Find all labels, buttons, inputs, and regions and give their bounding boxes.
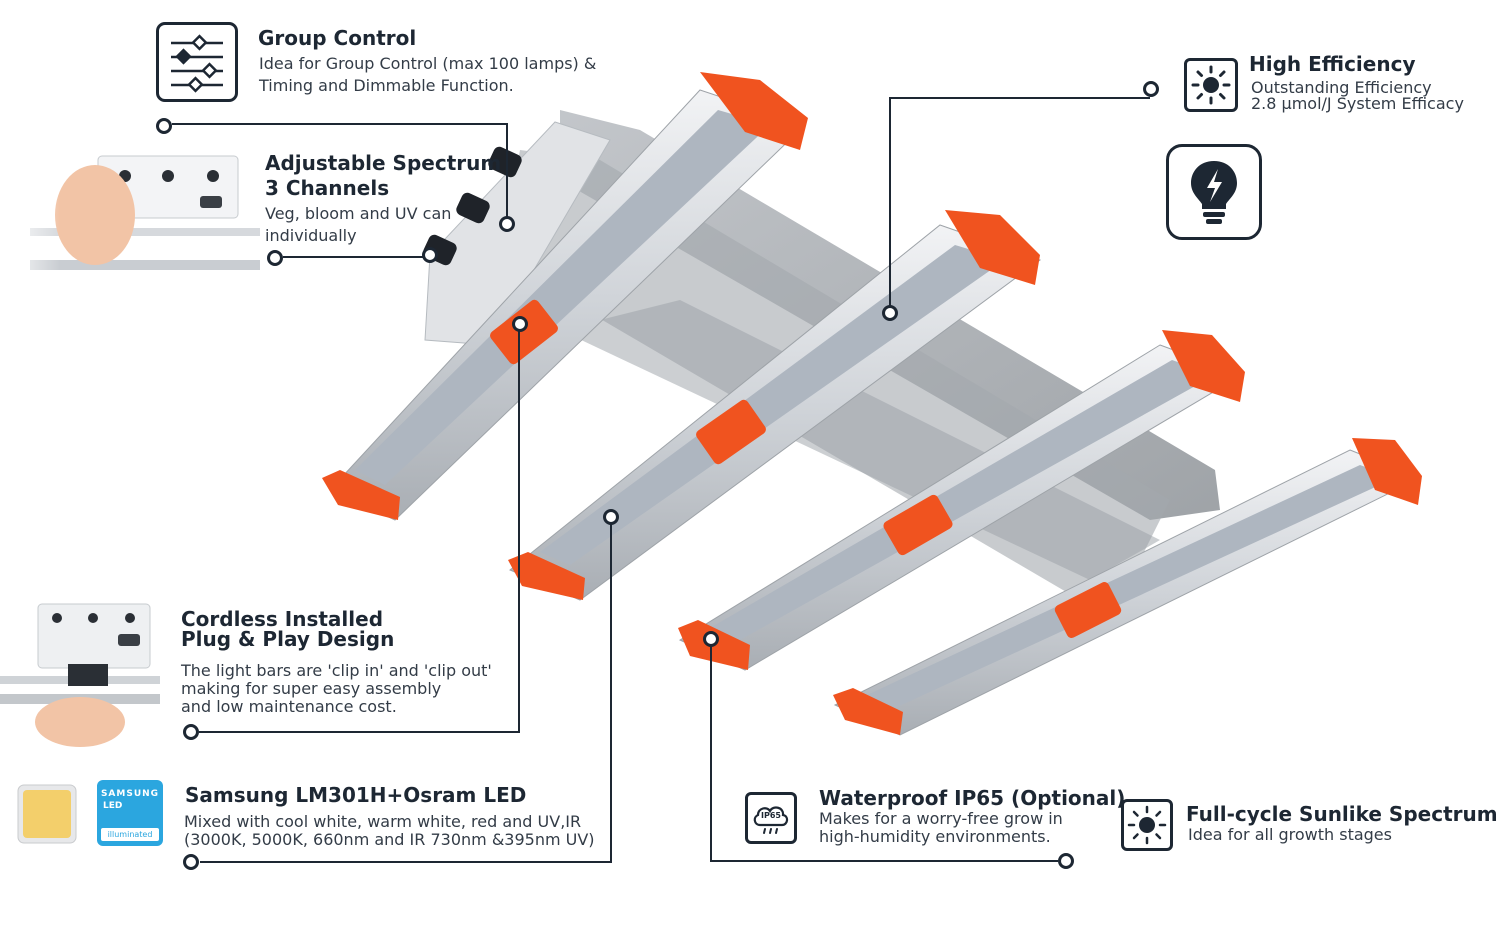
badge-samsung: SAMSUNG xyxy=(100,789,160,799)
callout-dot-driver-knob xyxy=(422,247,438,263)
group-control-title: Group Control xyxy=(258,26,417,50)
adjustable-spectrum-desc-2: individually xyxy=(265,226,357,245)
high-efficiency-title: High Efficiency xyxy=(1249,52,1416,76)
callout-dot-driver-top xyxy=(499,216,515,232)
callout-dot-cordless xyxy=(183,724,199,740)
samsung-led-badge: SAMSUNG LED illuminated xyxy=(97,780,163,846)
light-bar-1 xyxy=(322,72,808,521)
samsung-desc-2: (3000K, 5000K, 660nm and IR 730nm &395nm… xyxy=(184,830,595,849)
adjustable-spectrum-desc-1: Veg, bloom and UV can xyxy=(265,204,452,223)
cordless-desc-3: and low maintenance cost. xyxy=(181,697,397,716)
cloud-rain-icon: IP65 xyxy=(745,792,797,844)
waterproof-desc-1: Makes for a worry-free grow in xyxy=(819,809,1063,828)
samsung-title: Samsung LM301H+Osram LED xyxy=(185,783,527,807)
sunlike-title: Full-cycle Sunlike Spectrum xyxy=(1186,802,1498,826)
callout-dot-bar1 xyxy=(512,316,528,332)
waterproof-desc-2: high-humidity environments. xyxy=(819,827,1051,846)
ip65-label: IP65 xyxy=(761,811,781,820)
callout-dot-group-control xyxy=(156,118,172,134)
callout-dot-samsung xyxy=(183,854,199,870)
sliders-icon xyxy=(156,22,238,102)
driver-box xyxy=(423,121,611,346)
callout-dot-bar3-end xyxy=(703,631,719,647)
badge-led: LED xyxy=(103,801,123,811)
callout-dot-high-efficiency xyxy=(1143,81,1159,97)
controller-photo-bottom xyxy=(0,603,160,747)
group-control-desc-2: Timing and Dimmable Function. xyxy=(259,76,514,95)
cordless-subtitle: Plug & Play Design xyxy=(181,627,395,651)
samsung-desc-1: Mixed with cool white, warm white, red a… xyxy=(184,812,582,831)
high-efficiency-desc-2: 2.8 μmol/J System Efficacy xyxy=(1251,94,1464,113)
cordless-desc-2: making for super easy assembly xyxy=(181,679,442,698)
sunlike-desc: Idea for all growth stages xyxy=(1188,825,1392,844)
group-control-desc-1: Idea for Group Control (max 100 lamps) & xyxy=(259,54,597,73)
callout-dot-adjustable-spectrum xyxy=(267,250,283,266)
callout-dot-bar2-end xyxy=(603,509,619,525)
light-bar-2 xyxy=(508,210,1042,601)
light-bar-4 xyxy=(833,438,1422,736)
led-chip-photo xyxy=(17,784,77,844)
sun-icon xyxy=(1184,58,1238,112)
callout-dot-bar2 xyxy=(882,305,898,321)
controller-photo-top xyxy=(0,150,260,310)
sunlike-sun-icon xyxy=(1121,799,1173,851)
adjustable-spectrum-subtitle: 3 Channels xyxy=(265,176,390,200)
callout-dot-waterproof xyxy=(1058,853,1074,869)
badge-illuminated: illuminated xyxy=(101,828,159,841)
cordless-desc-1: The light bars are 'clip in' and 'clip o… xyxy=(181,661,492,680)
lightbulb-bolt-icon xyxy=(1166,144,1262,240)
high-efficiency-desc-1: Outstanding Efficiency xyxy=(1251,78,1432,97)
callout-lines xyxy=(172,97,1150,863)
cordless-title: Cordless Installed xyxy=(181,607,384,631)
waterproof-title: Waterproof IP65 (Optional) xyxy=(819,786,1126,810)
adjustable-spectrum-title: Adjustable Spectrum xyxy=(265,151,502,175)
